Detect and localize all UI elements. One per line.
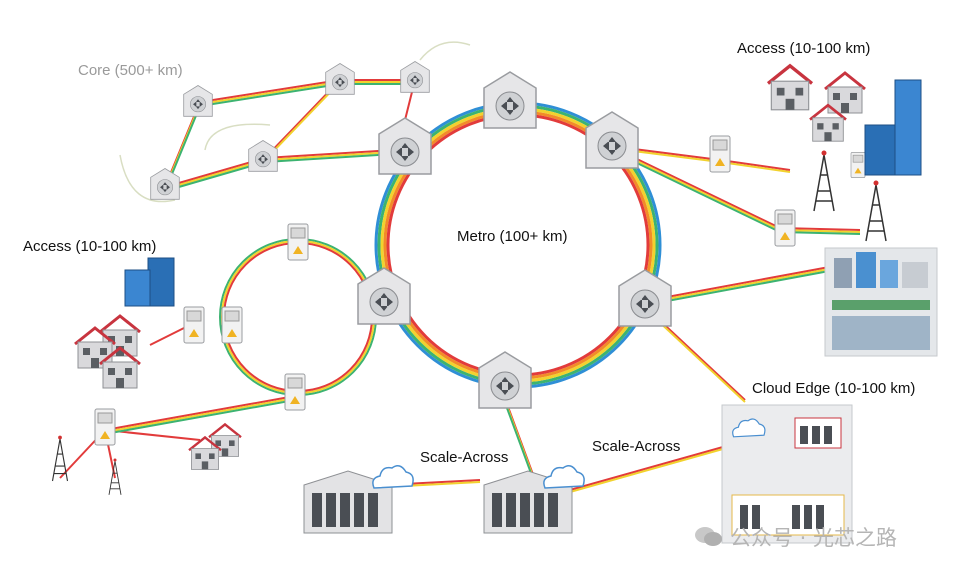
access-left-label: Access (10-100 km): [23, 238, 157, 255]
access-cabinet: [284, 373, 306, 411]
access-top-label: Access (10-100 km): [737, 40, 871, 57]
core-node-5: [248, 140, 278, 172]
watermark: 公众号 · 光芯之路: [694, 522, 897, 552]
core-node-1: [150, 168, 180, 200]
core-node-3: [325, 63, 355, 95]
cloud-icon: [372, 465, 414, 489]
metro-node-right: [618, 269, 672, 327]
access-cabinet: [287, 223, 309, 261]
scale-across-label-2: Scale-Across: [592, 438, 681, 455]
metro-node-left: [357, 267, 411, 325]
wechat-icon: [695, 527, 722, 546]
cloud-edge-panel: [721, 404, 853, 544]
cloud-icon: [543, 465, 585, 489]
core-label: Core (500+ km): [78, 62, 183, 79]
access-cabinet: [850, 152, 866, 178]
cloud-edge-label: Cloud Edge (10-100 km): [752, 380, 916, 397]
metro-node-bottom: [478, 351, 532, 409]
antenna-tower-icon: [865, 179, 887, 242]
watermark-text: 公众号 · 光芯之路: [730, 526, 898, 550]
metro-node-top: [483, 71, 537, 129]
metro-node-topright: [585, 111, 639, 169]
core-curves: [119, 41, 471, 203]
antenna-tower-icon: [813, 149, 835, 212]
metro-label: Metro (100+ km): [457, 228, 568, 245]
access-cabinet: [183, 306, 205, 344]
metro-node-topleft: [378, 117, 432, 175]
access-ring: [219, 238, 377, 396]
access-cabinet: [221, 306, 243, 344]
access-cabinet: [94, 408, 116, 446]
access-cabinet: [709, 135, 731, 173]
access-cabinet: [774, 209, 796, 247]
core-node-2: [183, 85, 213, 117]
antenna-tower-icon: [51, 435, 69, 482]
house-icon: [766, 64, 814, 112]
scale-across-label-1: Scale-Across: [420, 449, 509, 466]
city-panel: [824, 247, 938, 357]
office-building-icon: [124, 79, 922, 307]
core-node-4: [400, 61, 430, 93]
